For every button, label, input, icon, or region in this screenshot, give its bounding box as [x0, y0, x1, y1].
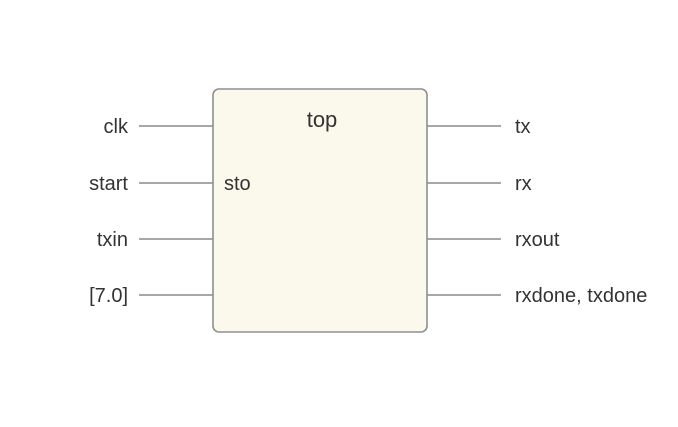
input-label: clk	[104, 116, 129, 138]
module-box	[212, 88, 428, 333]
input-port-clk: clk	[104, 116, 213, 138]
output-port-rx: rx	[427, 173, 532, 195]
module-title: top	[307, 107, 338, 132]
input-port-start: start	[89, 173, 213, 195]
output-label: rx	[515, 173, 532, 195]
module-internal-label: sto	[224, 173, 251, 195]
output-port-tx: tx	[427, 116, 531, 138]
input-port-bus: [7.0]	[89, 285, 213, 307]
output-label: rxout	[515, 229, 560, 251]
output-label: tx	[515, 116, 531, 138]
output-port-done: rxdone, txdone	[427, 285, 647, 307]
input-port-txin: txin	[97, 229, 213, 251]
output-label: rxdone, txdone	[515, 285, 647, 307]
input-label: [7.0]	[89, 285, 128, 307]
input-label: start	[89, 173, 128, 195]
output-port-rxout: rxout	[427, 229, 560, 251]
input-label: txin	[97, 229, 128, 251]
